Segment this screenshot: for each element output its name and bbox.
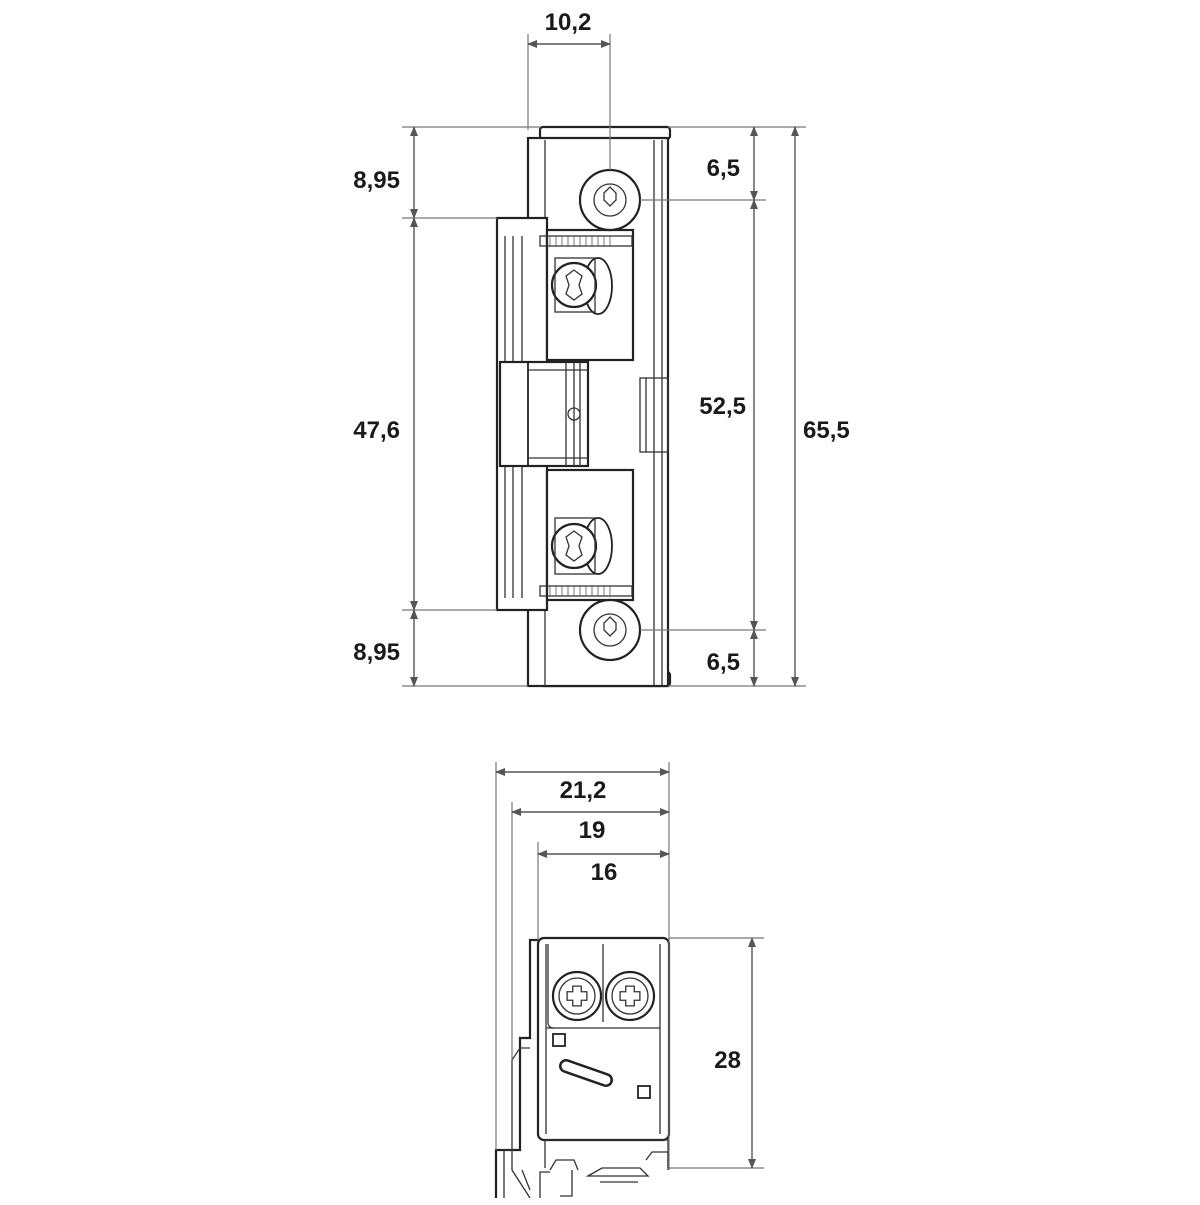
hatch-top xyxy=(549,236,611,246)
hatch-bottom xyxy=(549,586,611,596)
indicator-square-top xyxy=(552,1033,566,1047)
dim-screw-spacing: 52,5 xyxy=(699,393,746,420)
slot xyxy=(559,1059,613,1087)
dim-top-screw-right: 6,5 xyxy=(707,155,740,182)
side-housing xyxy=(536,936,671,1198)
upper-latch-screw xyxy=(550,257,613,315)
dim-side-width-inner: 16 xyxy=(591,859,618,886)
side-view: 21,2 19 16 28 xyxy=(494,762,764,1199)
dim-side-width-total: 21,2 xyxy=(560,777,607,804)
terminal-screw-right xyxy=(604,970,656,1022)
indicator-square-bottom xyxy=(637,1085,651,1099)
top-mounting-screw xyxy=(578,168,642,232)
front-view: 10,2 8,95 47,6 8,95 6,5 52,5 6,5 65,5 xyxy=(353,9,850,688)
dim-top-offset-left: 8,95 xyxy=(353,167,400,194)
dim-bottom-screw-right: 6,5 xyxy=(707,649,740,676)
dim-bottom-offset-left: 8,95 xyxy=(353,639,400,666)
side-profile xyxy=(494,938,540,1199)
latch-mechanism xyxy=(495,216,635,612)
dim-middle-left: 47,6 xyxy=(353,417,400,444)
dim-side-height: 28 xyxy=(714,1047,741,1074)
front-dimension-lines xyxy=(410,40,799,687)
dim-width-top: 10,2 xyxy=(545,9,592,36)
dim-total-height: 65,5 xyxy=(803,417,850,444)
terminal-screw-left xyxy=(551,970,603,1022)
lower-latch-screw xyxy=(550,517,613,575)
dim-side-width-mid: 19 xyxy=(579,817,606,844)
bottom-mounting-screw xyxy=(578,598,642,662)
side-dimension-lines xyxy=(495,768,756,1169)
